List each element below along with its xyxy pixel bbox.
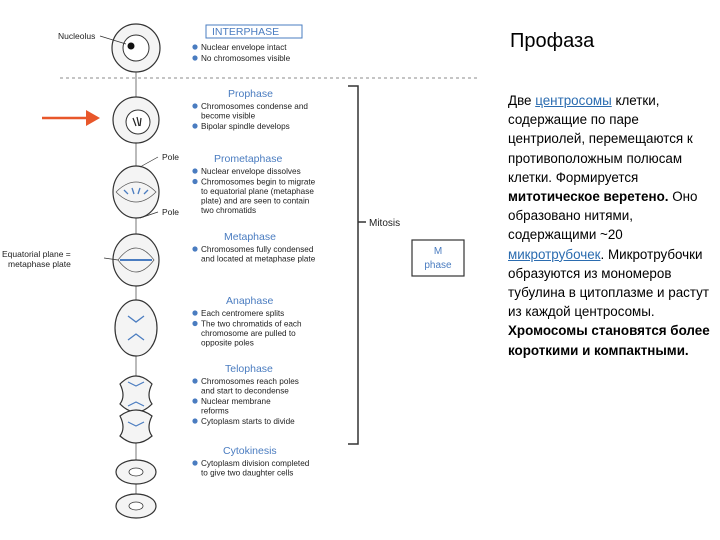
nucleolus-label: Nucleolus (58, 31, 95, 41)
stage-bullet-line: Chromosomes fully condensed (201, 245, 314, 254)
stage-bullet-line: Cytoplasm division completed (201, 459, 310, 468)
stage-title-telophase: Telophase (225, 363, 273, 375)
bullet-dot (192, 398, 198, 404)
stage-title-metaphase: Metaphase (224, 231, 276, 243)
stage-bullet-line: to equatorial plane (metaphase (201, 187, 314, 196)
stage-bullet-line: Nuclear membrane (201, 397, 271, 406)
pole-bottom-label: Pole (162, 207, 179, 217)
bullet-dot (192, 103, 198, 109)
bullet-dot (192, 246, 198, 252)
mitosis-diagram: Nucleolus INTERPHASE Nuclear envelope in… (2, 23, 480, 519)
stage-title-anaphase: Anaphase (226, 295, 273, 307)
stage-bullet-line: Cytoplasm starts to divide (201, 417, 295, 426)
body-text: . Микротрубочки образуются из мономеров … (508, 246, 709, 320)
body-text: клетки, содержащие по паре центриолей, п… (508, 93, 693, 185)
bullet-dot (192, 310, 198, 316)
stage-bullet-line: Each centromere splits (201, 309, 284, 318)
bullet-dot (192, 460, 198, 466)
stage-bullet-line: chromosome are pulled to (201, 329, 296, 338)
interphase-title-box (205, 24, 303, 39)
metaphase-cell (112, 233, 160, 287)
mitosis-bracket (348, 85, 359, 445)
pole-top-label: Pole (162, 152, 179, 162)
interphase-cell (111, 23, 161, 73)
slide-text-panel: Профаза Две центросомы клетки, содержащи… (508, 30, 713, 360)
emphasis-text: Хромосомы становятся более короткими и к… (508, 323, 710, 358)
equatorial-label-line2: metaphase plate (8, 259, 71, 269)
stage-bullet-line: Nuclear envelope dissolves (201, 167, 301, 176)
stage-bullet-line: plate) and are seen to contain (201, 197, 310, 206)
term-link[interactable]: центросомы (535, 93, 612, 108)
stage-bullet-line: and located at metaphase plate (201, 255, 316, 264)
stage-bullet-line: Bipolar spindle develops (201, 122, 290, 131)
telophase-cell (119, 375, 153, 444)
m-phase-label-2: phase (424, 260, 452, 271)
interphase-bullet: No chromosomes visible (201, 54, 291, 63)
stage-bullet-line: The two chromatids of each (201, 320, 302, 329)
bullet-dot (192, 320, 198, 327)
bullet-dot (192, 123, 198, 129)
stage-bullet-line: Chromosomes condense and (201, 102, 308, 111)
cytokinesis-cells (115, 459, 157, 519)
stage-bullet-line: and start to decondense (201, 387, 289, 396)
term-link[interactable]: микротрубочек (508, 246, 601, 262)
stage-bullet-line: opposite poles (201, 339, 254, 348)
current-stage-arrow (42, 110, 100, 126)
slide-title: Профаза (510, 30, 595, 52)
prophase-cell (112, 96, 160, 144)
mitosis-label: Mitosis (369, 218, 400, 229)
m-phase-box (411, 239, 465, 277)
stage-bullet-line: Chromosomes begin to migrate (201, 178, 316, 187)
prometaphase-cell (112, 165, 160, 219)
bullet-dot (192, 378, 198, 384)
slide-body: Две центросомы клетки, содержащие по пар… (508, 91, 713, 360)
body-text: Две (508, 93, 536, 108)
interphase-bullet: Nuclear envelope intact (201, 43, 287, 52)
stage-bullet-line: reforms (201, 407, 229, 416)
stage-bullet-line: Chromosomes reach poles (201, 377, 299, 386)
bullet-dot (192, 55, 198, 61)
stage-title-prophase: Prophase (228, 88, 273, 100)
bullet-dot (192, 418, 198, 424)
equatorial-label-line1: Equatorial plane = (2, 249, 71, 259)
body-text: Оно образовано нитями, содержащими ~20 (508, 189, 698, 243)
stage-title-cytokinesis: Cytokinesis (223, 445, 277, 457)
m-phase-label-1: M (434, 246, 442, 257)
anaphase-cell (114, 299, 158, 357)
stage-title-prometaphase: Prometaphase (214, 153, 282, 165)
stage-bullet-line: become visible (201, 112, 256, 121)
bullet-dot (192, 168, 198, 174)
bullet-dot (192, 178, 198, 185)
interphase-title: INTERPHASE (212, 26, 279, 38)
emphasis-text: митотическое веретено. (508, 189, 669, 205)
stage-bullet-line: two chromatids (201, 206, 256, 215)
stage-bullet-line: to give two daughter cells (201, 469, 293, 478)
bullet-dot (192, 44, 198, 50)
